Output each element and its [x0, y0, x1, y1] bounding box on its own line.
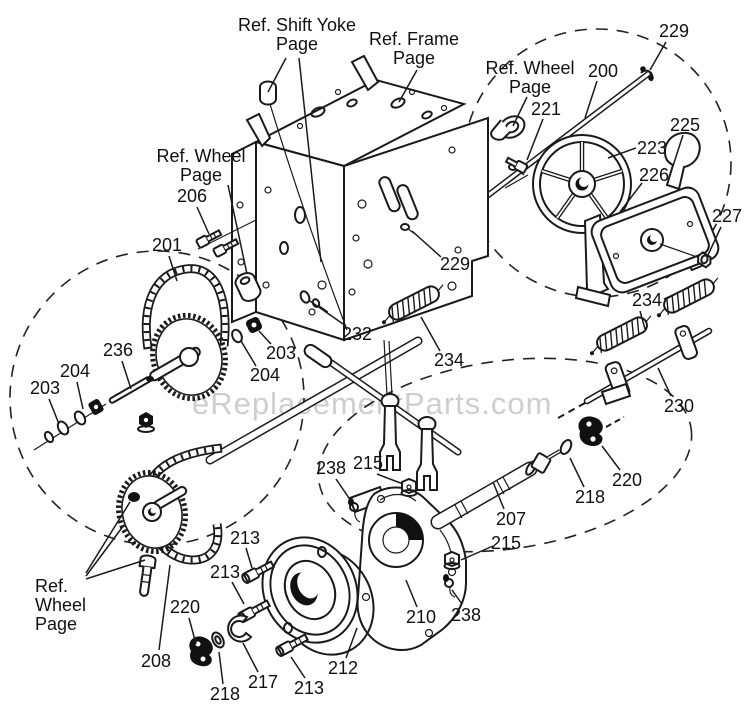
leader-ref-wheel-page-bottom: [85, 559, 146, 580]
label-part-218-bl: 218: [209, 684, 241, 704]
label-part-210: 210: [405, 607, 437, 627]
label-part-230: 230: [663, 396, 695, 416]
label-part-213-a: 213: [229, 528, 261, 548]
leader-ref-wheel-page-bottom: [85, 501, 131, 574]
label-part-203-mid: 203: [265, 343, 297, 363]
leader-ref-frame-page: [398, 69, 418, 103]
label-part-218-right: 218: [574, 487, 606, 507]
label-part-213-b: 213: [209, 562, 241, 582]
leader-part-212: [345, 627, 358, 659]
label-ref-wheel-page-top: Ref. Wheel Page: [485, 58, 575, 97]
label-part-238-mid: 238: [315, 458, 347, 478]
label-part-229-top: 229: [658, 21, 690, 41]
label-part-201: 201: [151, 235, 183, 255]
leader-part-204-mid: [240, 340, 257, 367]
leader-part-213-c: [290, 656, 306, 679]
leader-ref-shift-yoke-page: [298, 57, 322, 263]
leader-ref-wheel-page-bottom: [85, 524, 125, 577]
label-part-238-br: 238: [450, 605, 482, 625]
label-part-221: 221: [530, 99, 562, 119]
leader-part-238-br: [451, 589, 463, 605]
leader-part-236: [121, 360, 132, 390]
label-part-220-right: 220: [611, 470, 643, 490]
sprocket-chain-upper: [43, 264, 230, 444]
label-ref-wheel-page-bottom: Ref. Wheel Page: [35, 576, 87, 634]
leader-ref-wheel-page-left: [227, 184, 248, 275]
label-part-200: 200: [587, 61, 619, 81]
leader-part-210: [405, 579, 418, 608]
leader-part-213-b: [231, 581, 245, 605]
label-part-234-right: 234: [631, 290, 663, 310]
leader-part-238-mid: [335, 478, 352, 502]
leader-ref-shift-yoke-page: [267, 57, 287, 93]
leader-part-206: [196, 206, 210, 235]
label-part-203-left: 203: [29, 378, 61, 398]
leader-part-213-a: [245, 547, 253, 569]
shift-rods-forks: [205, 336, 462, 491]
leader-part-217: [242, 642, 259, 673]
leader-part-229-mid: [411, 230, 442, 258]
leader-ref-wheel-page-top: [512, 96, 528, 127]
wheel: [532, 66, 654, 234]
leader-part-225: [672, 134, 684, 167]
leader-part-227: [707, 226, 722, 256]
leader-part-234-right: [663, 293, 676, 300]
label-part-212: 212: [327, 658, 359, 678]
sprocket-chain-lower: [115, 443, 223, 597]
label-part-204-left: 204: [59, 361, 91, 381]
label-part-232: 232: [341, 324, 373, 344]
gearbox-housing: [348, 416, 625, 652]
label-part-206: 206: [176, 186, 208, 206]
leader-part-207: [492, 481, 505, 510]
leader-part-226: [619, 182, 643, 213]
mid-hardware: [195, 228, 329, 344]
leader-part-200: [584, 80, 598, 119]
label-part-223: 223: [636, 138, 668, 158]
leader-part-220-bl: [188, 617, 197, 645]
leader-part-234-right: [639, 310, 646, 330]
leader-part-208: [158, 564, 171, 651]
label-part-227: 227: [711, 206, 743, 226]
friction-disc: [261, 536, 375, 656]
frame: [231, 54, 529, 342]
leader-part-229-top: [649, 41, 667, 71]
label-part-229-mid: 229: [439, 254, 471, 274]
axle-230: [557, 324, 713, 419]
label-part-236: 236: [102, 340, 134, 360]
label-part-226: 226: [638, 165, 670, 185]
label-part-215-mid: 215: [352, 453, 384, 473]
leader-part-234-mid: [420, 316, 441, 352]
leader-part-232: [309, 300, 347, 327]
leader-part-201: [168, 255, 178, 282]
leader-part-203-mid: [258, 330, 272, 345]
springs-234: [381, 277, 719, 356]
leader-part-218-right: [569, 457, 585, 488]
label-ref-frame-page: Ref. Frame Page: [368, 29, 460, 68]
leader-lines: [48, 41, 722, 685]
leader-part-220-right: [601, 445, 621, 471]
leader-part-215-mid: [376, 473, 404, 485]
label-part-217: 217: [247, 672, 279, 692]
side-panel: [574, 131, 720, 308]
label-part-215-low: 215: [490, 533, 522, 553]
label-ref-wheel-page-left: Ref. Wheel Page: [156, 146, 246, 185]
leader-part-218-bl: [218, 651, 224, 685]
label-part-220-bl: 220: [169, 597, 201, 617]
label-part-208: 208: [140, 651, 172, 671]
leader-part-215-low: [460, 545, 494, 561]
label-part-207: 207: [495, 509, 527, 529]
leader-part-230: [657, 367, 672, 397]
label-part-213-c: 213: [293, 678, 325, 698]
label-part-234-mid: 234: [433, 350, 465, 370]
leader-part-204-left: [76, 381, 84, 410]
label-ref-shift-yoke-page: Ref. Shift Yoke Page: [237, 15, 357, 54]
leader-part-221: [526, 118, 544, 161]
label-part-204-mid: 204: [249, 365, 281, 385]
leader-part-203-left: [48, 398, 60, 425]
leader-part-223: [607, 147, 637, 159]
label-part-225: 225: [669, 115, 701, 135]
